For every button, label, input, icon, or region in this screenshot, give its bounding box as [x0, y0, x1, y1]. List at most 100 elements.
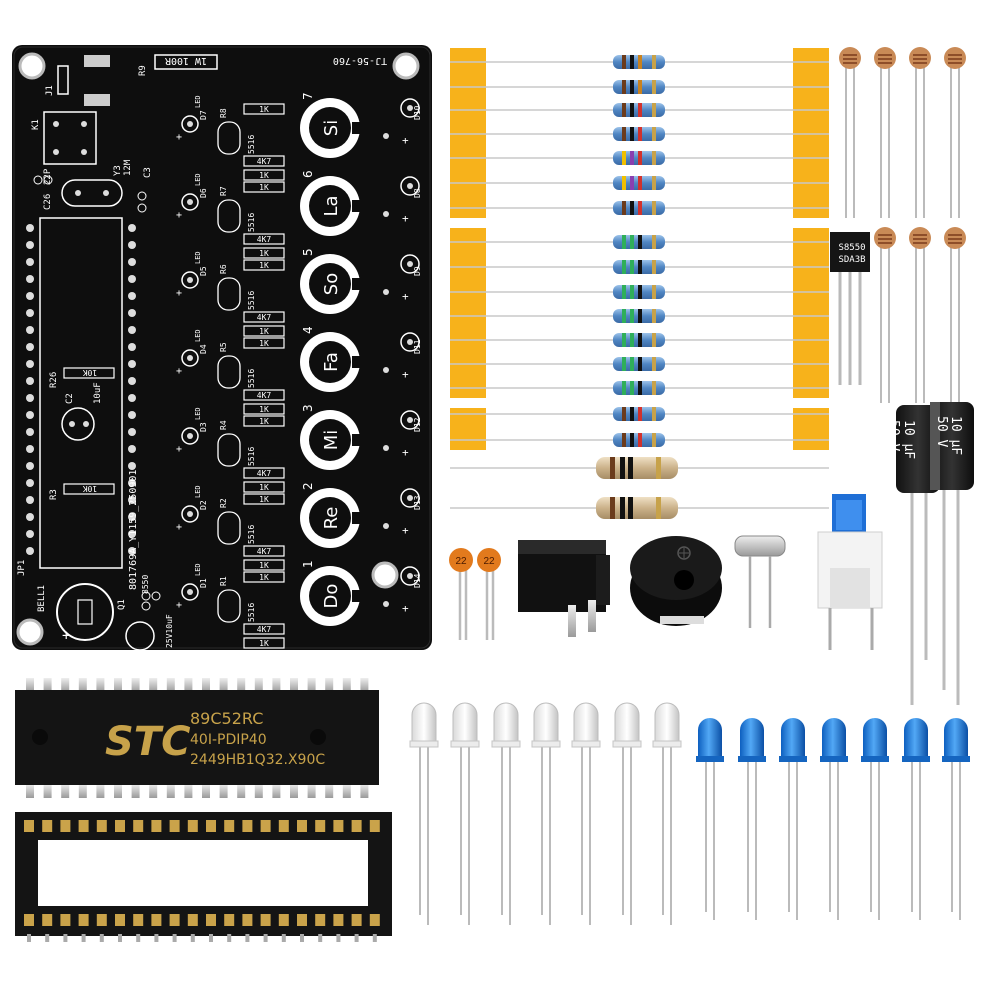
- blue-led: [696, 718, 724, 920]
- resistor-value: 4K7: [257, 235, 272, 244]
- pin-hole: [128, 445, 136, 453]
- led-ref-label: D4: [199, 344, 208, 354]
- pin-hole: [128, 224, 136, 232]
- resistor: [450, 55, 829, 69]
- mounting-hole: [16, 618, 44, 646]
- right-led-column: D10+D8+D9+D11+D12+D13+D14+: [383, 98, 422, 615]
- led-footprint: [181, 271, 199, 289]
- white-led: [531, 702, 561, 925]
- pin-hole: [128, 377, 136, 385]
- k1-label: K1: [31, 119, 41, 130]
- pcb-board: 1W 100R TJ-56-760 R9 J1 K1 Y3 12M C26 22…: [12, 45, 432, 651]
- pin-hole: [26, 360, 34, 368]
- led-ref-label: D11: [413, 339, 422, 354]
- c26-label: C26: [43, 194, 53, 210]
- resistor-value: 1K: [259, 639, 269, 648]
- polarity-mark: +: [402, 602, 409, 615]
- buzzer: [630, 536, 722, 626]
- led-footprint: [181, 583, 199, 601]
- pin-hole: [26, 224, 34, 232]
- touch-pad-do[interactable]: Do1: [300, 560, 366, 626]
- blue-led: [738, 718, 766, 920]
- note-label: So: [321, 273, 342, 295]
- pin-hole: [26, 326, 34, 334]
- led-icon: [698, 718, 722, 760]
- led-type-label: LED: [194, 173, 202, 186]
- led-ref-label: D2: [199, 500, 208, 510]
- white-led: [652, 702, 682, 925]
- resistor-ref: R6: [219, 264, 228, 274]
- resistor-ref: R8: [219, 108, 228, 118]
- resistor-ref: R1: [219, 576, 228, 586]
- white-led: [612, 702, 642, 925]
- c26-value: 22P: [43, 168, 53, 185]
- pin-hole: [26, 530, 34, 538]
- pin-hole: [128, 530, 136, 538]
- photoresistor: [874, 47, 896, 218]
- resistor-value: 1K: [259, 183, 269, 192]
- r26-value: 10K: [83, 368, 98, 377]
- led-type-label: LED: [194, 407, 202, 420]
- pin-hole: [128, 258, 136, 266]
- pin-hole: [26, 496, 34, 504]
- ic-pin-holes-right: [128, 224, 136, 555]
- q1-label: Q1: [117, 599, 127, 610]
- pin-hole: [26, 309, 34, 317]
- resistor-strip: [450, 48, 829, 519]
- blue-led: [942, 718, 970, 920]
- plus-mark: +: [62, 628, 70, 644]
- resistor: [450, 285, 829, 299]
- ldr-footprint: [217, 589, 241, 623]
- push-switch: [817, 494, 883, 650]
- led-ref-label: D5: [199, 266, 208, 276]
- led-icon: [822, 718, 846, 760]
- ceramic-cap-label: 22: [483, 556, 495, 567]
- ldr-footprint: [217, 277, 241, 311]
- pin-hole: [128, 513, 136, 521]
- c2-value: 10uF: [93, 382, 103, 404]
- blue-led: [902, 718, 930, 920]
- touch-pad-re[interactable]: Re2: [300, 482, 366, 548]
- note-label: Re: [321, 507, 342, 530]
- resistor-value: 1K: [259, 573, 269, 582]
- photoresistor: [944, 47, 966, 218]
- resistor-footprint: [243, 415, 285, 427]
- r9-label: R9: [138, 65, 148, 76]
- resistor: [450, 357, 829, 371]
- polarity-mark: +: [176, 522, 182, 533]
- r26-label: R26: [49, 372, 59, 388]
- ldr-label: 5516: [247, 135, 256, 154]
- y3-label: Y3: [113, 165, 123, 176]
- led-resistor-column: D7LED+55161KR84K71KD6LED+55161KR74K71KD5…: [176, 95, 285, 649]
- led-icon: [740, 718, 764, 760]
- led-ref-label: D1: [199, 578, 208, 588]
- ic-pin-holes-left: [26, 224, 34, 555]
- resistor: [450, 127, 829, 141]
- resistor-ref: R7: [219, 186, 228, 196]
- note-label: Do: [321, 584, 342, 609]
- pin-hole: [26, 428, 34, 436]
- pin-hole: [26, 479, 34, 487]
- polarity-mark: +: [176, 444, 182, 455]
- photoresistor-group: [839, 47, 966, 403]
- key-number: 4: [301, 326, 315, 334]
- touch-pad-si[interactable]: Si7: [300, 92, 366, 158]
- resistor-ref: R4: [219, 420, 228, 430]
- resistor-value: 1K: [259, 495, 269, 504]
- led-footprint: [400, 176, 420, 196]
- touch-pad-so[interactable]: So 5: [300, 248, 366, 314]
- key-number: 5: [301, 248, 315, 256]
- resistor: [450, 260, 829, 274]
- pin-hole: [128, 292, 136, 300]
- resistor: [450, 235, 829, 249]
- led-ref-label: D7: [199, 110, 208, 120]
- resistor-value: 4K7: [257, 157, 272, 166]
- touch-pad-fa[interactable]: Fa4: [300, 326, 366, 392]
- polarity-mark: +: [176, 132, 182, 143]
- dc-power-jack: [518, 540, 610, 637]
- touch-pad-la[interactable]: La6: [300, 170, 366, 236]
- ic-socket: [15, 812, 392, 942]
- resistor: [450, 407, 829, 421]
- touch-pad-mi[interactable]: Mi3: [300, 404, 366, 470]
